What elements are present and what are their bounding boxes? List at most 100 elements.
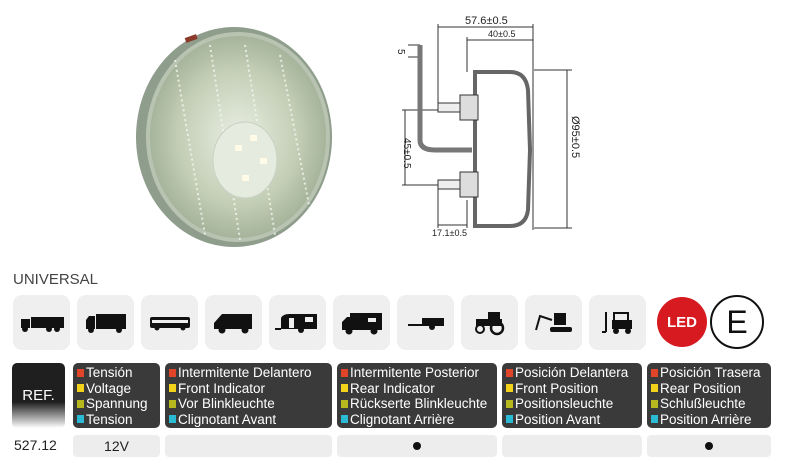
- header-line-text: Rear Position: [660, 380, 742, 396]
- bus-icon: [149, 316, 190, 330]
- rear-indicator-cell: [337, 435, 497, 457]
- header-line: Rear Position: [651, 381, 771, 397]
- header-line-text: Voltage: [86, 380, 132, 396]
- color-square-icon: [651, 368, 658, 377]
- header-line-text: Position Avant: [515, 411, 601, 427]
- header-line: Intermitente Posterior: [341, 365, 497, 381]
- rear-position-cell: [647, 435, 771, 457]
- dim-spacing: 45±0.5: [401, 138, 412, 169]
- e-mark-label: E: [726, 303, 748, 340]
- header-line-text: Front Indicator: [178, 380, 266, 396]
- technical-drawing: 57.6±0.5 40±0.5 5 45±0.5 Ø95±0.5 17.1±0.…: [395, 15, 581, 238]
- vehicle-truck: [77, 295, 134, 350]
- header-line: Clignotant Arrière: [341, 412, 497, 428]
- front-indicator-cell: [165, 435, 332, 457]
- voltage-cell: 12V: [73, 435, 160, 457]
- color-square-icon: [651, 399, 658, 408]
- color-square-icon: [341, 368, 348, 377]
- vehicle-caravan: [269, 295, 326, 350]
- forklift-icon: [601, 311, 632, 334]
- header-line-text: Spannung: [86, 396, 148, 411]
- vehicle-van: [205, 295, 262, 350]
- header-line: Spannung: [77, 396, 160, 412]
- color-square-icon: [651, 415, 658, 424]
- header-line: Rückserte Blinkleuchte: [341, 396, 497, 412]
- color-square-icon: [341, 399, 348, 408]
- color-square-icon: [169, 399, 176, 408]
- header-line: Voltage: [77, 381, 160, 397]
- header-line-text: Front Position: [515, 380, 599, 396]
- header-line-text: Posición Delantera: [515, 365, 629, 380]
- ref-label: REF.: [22, 387, 55, 404]
- vehicle-truck-trailer: [13, 295, 70, 350]
- color-square-icon: [341, 384, 348, 393]
- tractor-icon: [474, 311, 504, 335]
- dim-diameter: Ø95±0.5: [569, 116, 581, 158]
- header-line: Position Avant: [506, 412, 642, 428]
- color-square-icon: [506, 384, 513, 393]
- led-badge: LED: [657, 297, 707, 347]
- dim-depth: 40±0.5: [488, 29, 515, 39]
- vehicle-bus: [141, 295, 198, 350]
- header-line: Posición Trasera: [651, 365, 771, 381]
- header-line: Schlußleuchte: [651, 396, 771, 412]
- header-line-text: Positionsleuchte: [515, 396, 614, 411]
- color-square-icon: [341, 415, 348, 424]
- header-line-text: Rear Indicator: [350, 380, 435, 396]
- color-square-icon: [169, 368, 176, 377]
- header-line-text: Rückserte Blinkleuchte: [350, 396, 488, 411]
- color-square-icon: [506, 368, 513, 377]
- led-label: LED: [667, 313, 697, 331]
- header-line-text: Vor Blinkleuchte: [178, 396, 275, 411]
- header-line: Tension: [77, 412, 160, 428]
- vehicle-forklift: [589, 295, 646, 350]
- check-dot-icon: [705, 442, 713, 450]
- check-dot-icon: [413, 442, 421, 450]
- excavator-icon: [534, 312, 572, 332]
- color-square-icon: [77, 399, 84, 408]
- header-line: Position Arrière: [651, 412, 771, 428]
- dim-stud: 17.1±0.5: [432, 228, 467, 238]
- motorhome-icon: [341, 312, 382, 334]
- color-square-icon: [506, 415, 513, 424]
- trailer-icon: [407, 317, 444, 330]
- ref-value: 527.12: [14, 437, 57, 453]
- vehicle-motorhome: [333, 295, 390, 350]
- color-square-icon: [169, 384, 176, 393]
- header-line-text: Clignotant Arrière: [350, 411, 455, 427]
- header-line: Rear Indicator: [341, 381, 497, 397]
- header-line-text: Tension: [86, 411, 133, 427]
- header-line-text: Intermitente Posterior: [350, 365, 480, 380]
- header-line: Vor Blinkleuchte: [169, 396, 332, 412]
- truck-icon: [85, 313, 126, 333]
- dim-bracket: 5: [395, 49, 406, 55]
- front-position-cell: [502, 435, 642, 457]
- category-label: UNIVERSAL: [13, 271, 99, 288]
- header-line: Intermitente Delantero: [169, 365, 332, 381]
- header-line-text: Posición Trasera: [660, 365, 761, 380]
- vehicle-trailer: [397, 295, 454, 350]
- caravan-icon: [274, 313, 317, 333]
- color-square-icon: [169, 415, 176, 424]
- e-mark-badge: E: [710, 295, 764, 349]
- vehicle-excavator: [525, 295, 582, 350]
- header-line-text: Intermitente Delantero: [178, 365, 312, 380]
- header-line: Tensión: [77, 365, 160, 381]
- header-line-text: Position Arrière: [660, 411, 752, 427]
- color-square-icon: [77, 415, 84, 424]
- dim-total: 57.6±0.5: [465, 15, 508, 27]
- voltage-value: 12V: [104, 438, 129, 454]
- header-line: Clignotant Avant: [169, 412, 332, 428]
- vehicle-tractor: [461, 295, 518, 350]
- header-line-text: Tensión: [86, 365, 133, 380]
- truck-trailer-icon: [20, 316, 64, 332]
- header-line: Posición Delantera: [506, 365, 642, 381]
- color-square-icon: [77, 384, 84, 393]
- header-line: Positionsleuchte: [506, 396, 642, 412]
- color-square-icon: [651, 384, 658, 393]
